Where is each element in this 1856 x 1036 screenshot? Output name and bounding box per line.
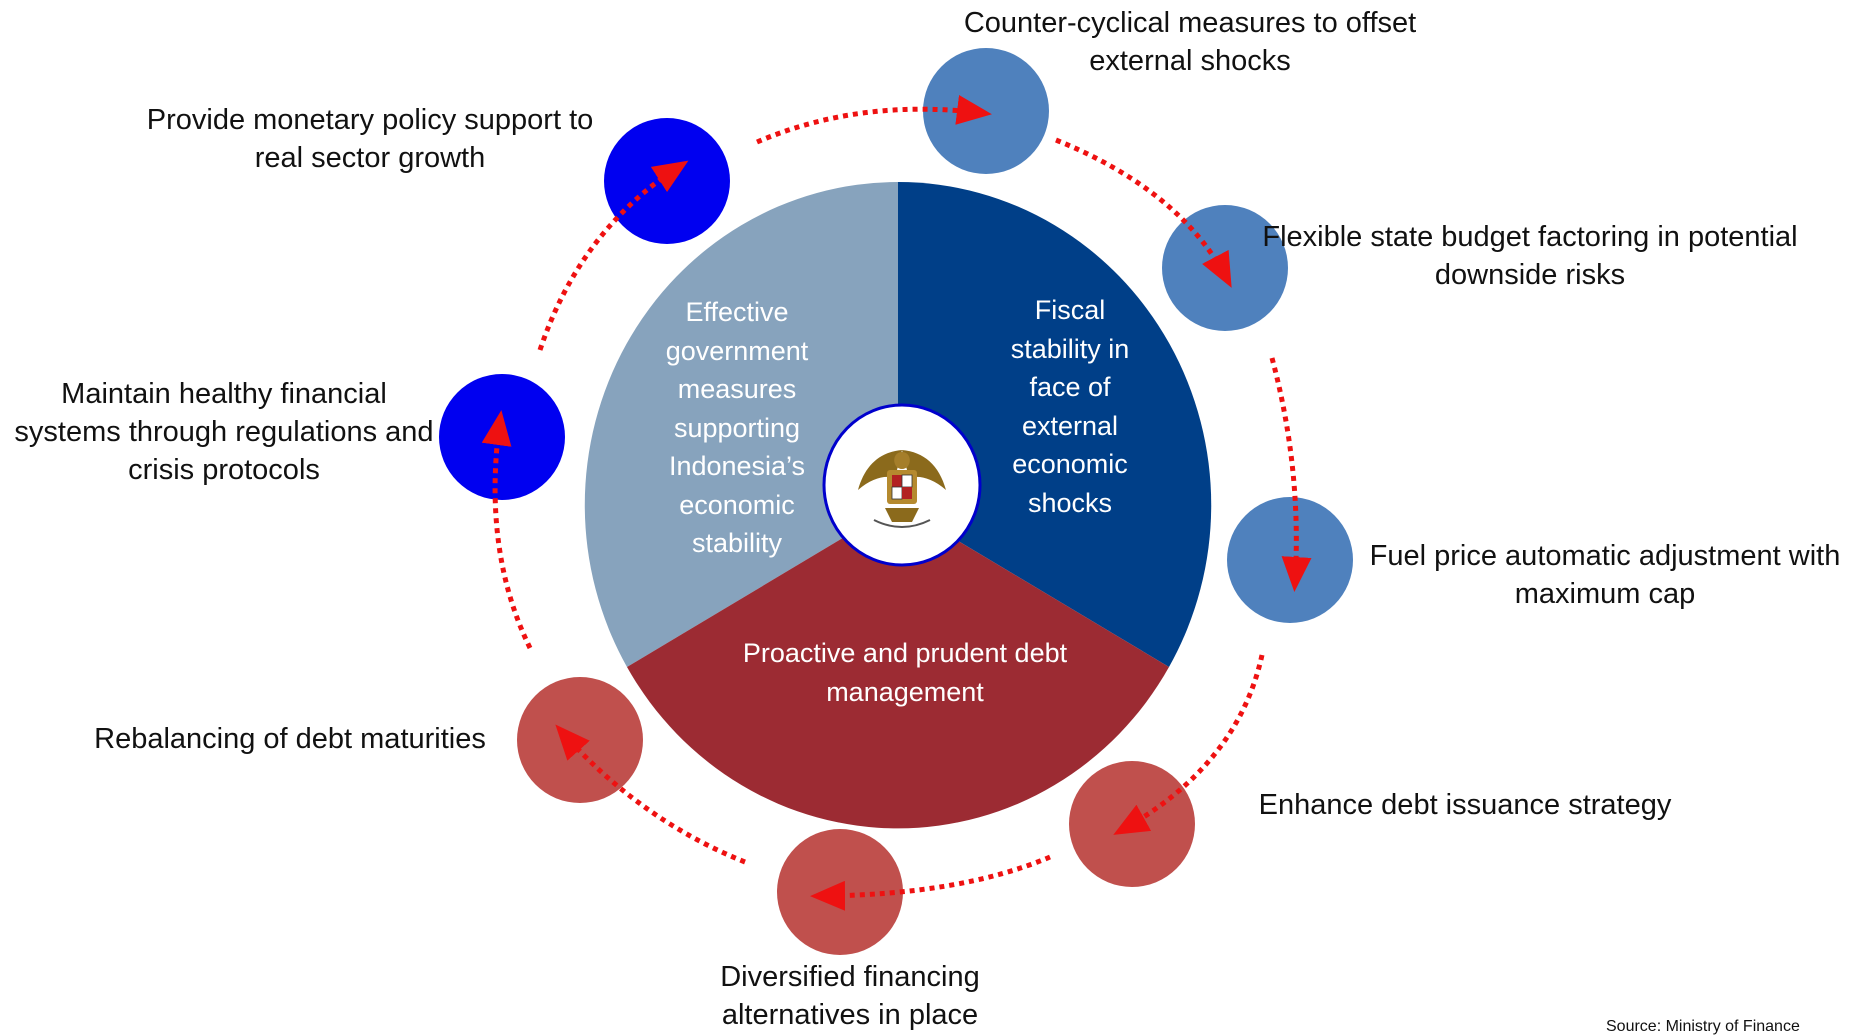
debt-management-segment — [627, 505, 1169, 829]
fuel-price-label: Fuel price automatic adjustment with max… — [1369, 540, 1841, 610]
financial-systems-node — [439, 374, 565, 500]
arrow-to-monetary-policy — [537, 160, 689, 351]
financial-systems-label: Maintain healthy financial systems throu… — [14, 378, 434, 486]
arrow-to-debt-maturities — [555, 724, 746, 865]
center-emblem — [822, 403, 982, 567]
monetary-policy-node — [604, 118, 730, 244]
flexible-budget-label: Flexible state budget factoring in poten… — [1262, 221, 1798, 291]
arrow-to-diversified-financing — [810, 854, 1051, 911]
source-note: Source: Ministry of Finance — [1606, 1018, 1800, 1035]
arrow-to-debt-issuance — [1113, 654, 1265, 835]
monetary-policy-label: Provide monetary policy support to real … — [146, 104, 594, 174]
arrow-to-fuel-price — [1269, 357, 1312, 592]
arrow-to-flexible-budget — [1055, 137, 1232, 288]
government-measures-label: Effective government measures supporting… — [665, 297, 809, 558]
fiscal-stability-label: Fiscal stability in face of external eco… — [1010, 295, 1130, 518]
arrow-to-financial-systems — [481, 410, 533, 650]
government-measures-segment — [584, 181, 898, 667]
arrow-to-counter-cyclical — [756, 95, 992, 145]
debt-issuance-node — [1069, 761, 1195, 887]
garuda-icon — [858, 450, 946, 528]
diversified-financing-label: Diversified financing alternatives in pl… — [720, 961, 980, 1031]
debt-maturities-label: Rebalancing of debt maturities — [94, 723, 486, 755]
counter-cyclical-label: Counter-cyclical measures to offset exte… — [963, 7, 1417, 77]
debt-management-label: Proactive and prudent debt management — [742, 638, 1068, 707]
fiscal-stability-segment — [898, 181, 1212, 667]
debt-issuance-label: Enhance debt issuance strategy — [1258, 789, 1672, 821]
debt-maturities-node — [517, 677, 643, 803]
